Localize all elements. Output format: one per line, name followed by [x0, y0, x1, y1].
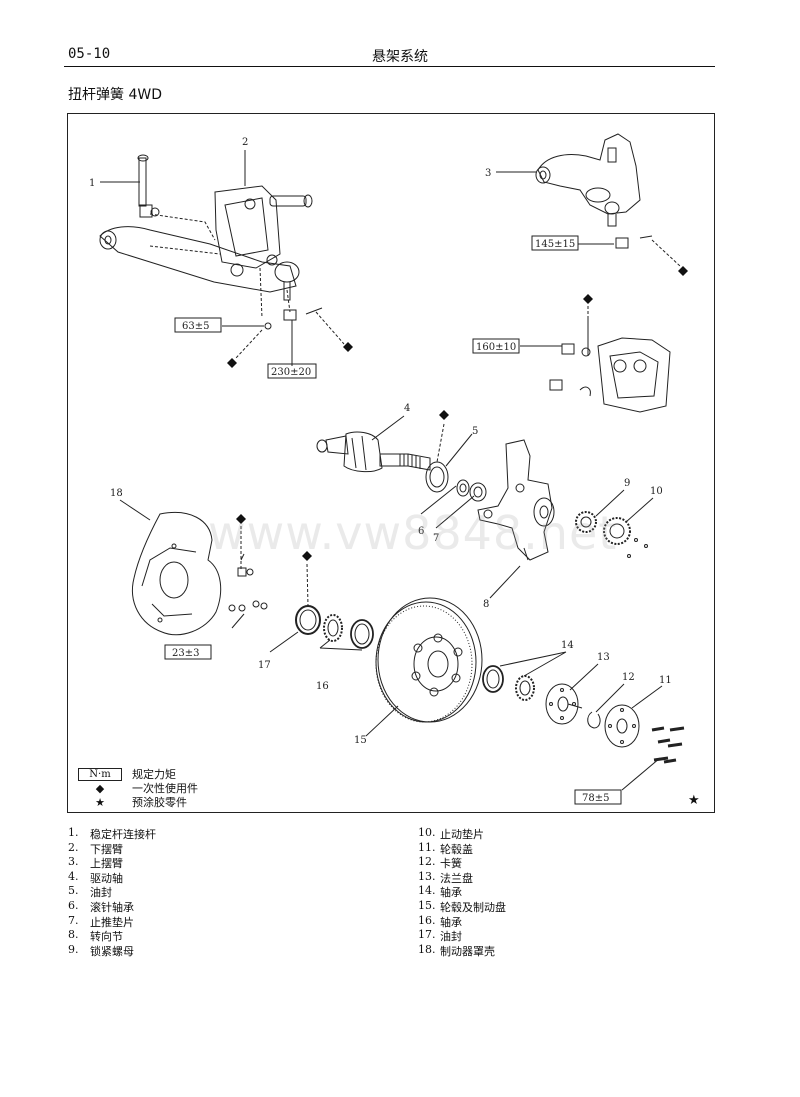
callout-18: 18 [110, 488, 123, 499]
diamond-marker [583, 294, 593, 304]
diamond-marker [678, 266, 688, 276]
stop-washer-10 [603, 517, 648, 558]
hub-cap-11 [604, 704, 640, 748]
callout-13: 13 [597, 652, 610, 663]
drive-shaft-drawing [316, 431, 431, 473]
legend-torque-symbol: N·m [78, 767, 122, 781]
diamond-marker [302, 551, 312, 561]
bearing-14 [482, 665, 535, 701]
legend-star-symbol: ★ [95, 795, 105, 809]
parts-list-right: 10.止动垫片 11.轮毂盖 12.卡簧 13.法兰盘 14.轴承 15.轮毂及… [418, 826, 506, 958]
section-title: 扭杆弹簧 4WD [68, 87, 162, 103]
callout-numbers: 1 2 3 4 5 6 7 8 9 10 11 12 13 14 15 16 1… [89, 137, 672, 746]
needle-bearing-thrust-washer [456, 479, 487, 502]
chapter-title: 悬架系统 [372, 49, 428, 65]
callout-7: 7 [433, 533, 439, 544]
callout-17: 17 [258, 660, 271, 671]
torque-boxes: 63±5 230±20 145±15 160±10 23±3 78±5 [164, 235, 622, 805]
list-item: 15.轮毂及制动盘 [418, 898, 506, 914]
flange-13 [545, 683, 583, 725]
list-item: 5.油封 [68, 884, 112, 900]
list-item: 13.法兰盘 [418, 869, 473, 885]
legend-precoated-text: 预涂胶零件 [132, 796, 187, 809]
list-item: 4.驱动轴 [68, 869, 123, 885]
callout-5: 5 [472, 426, 478, 437]
pre-coated-star-marker: ★ [688, 793, 700, 808]
brake-dust-shield-18 [132, 512, 222, 636]
list-item: 3.上摆臂 [68, 855, 123, 871]
torque-78: 78±5 [582, 793, 609, 804]
list-item: 8.转向节 [68, 928, 123, 944]
list-item: 9.锁紧螺母 [68, 942, 134, 958]
list-item: 14.轴承 [418, 884, 462, 900]
hub-brake-disc-15 [375, 597, 483, 723]
callout-16: 16 [316, 681, 329, 692]
callout-3: 3 [485, 168, 491, 179]
diamond-marker [343, 342, 353, 352]
callout-8: 8 [483, 599, 489, 610]
callout-6: 6 [418, 526, 424, 537]
callout-10: 10 [650, 486, 663, 497]
oil-seal-17 [295, 605, 321, 635]
torque-160: 160±10 [476, 342, 516, 353]
leader-lines [100, 150, 663, 791]
oil-seal-5 [425, 461, 449, 493]
lower-arm-drawing [99, 185, 313, 319]
callout-11: 11 [659, 675, 672, 686]
callout-14: 14 [561, 640, 574, 651]
callout-9: 9 [624, 478, 630, 489]
lock-nut-9 [575, 511, 597, 533]
diamond-marker [439, 410, 449, 420]
hub-cap-bolts [651, 726, 685, 764]
steering-knuckle-drawing [477, 439, 555, 561]
legend-row-one-time: ◆ 一次性使用件 [78, 781, 198, 796]
list-item: 10.止动垫片 [418, 826, 484, 841]
torque-23: 23±3 [172, 648, 199, 659]
legend-torque-text: 规定力矩 [132, 768, 176, 781]
page-number: 05-10 [68, 46, 111, 62]
torque-230: 230±20 [271, 367, 311, 378]
list-item: 11.轮毂盖 [418, 840, 473, 856]
list-item: 2.下摆臂 [68, 840, 123, 856]
list-item: 7.止推垫片 [68, 913, 134, 929]
torque-63: 63±5 [182, 321, 209, 332]
diamond-marker [227, 358, 237, 368]
diamond-leaders [235, 239, 681, 607]
list-item: 16.轴承 [418, 913, 462, 929]
parts-list-left: 1.稳定杆连接杆 2.下摆臂 3.上摆臂 4.驱动轴 5.油封 6.滚针轴承 7… [68, 826, 156, 958]
diamond-marker [236, 514, 246, 524]
list-item: 6.滚针轴承 [68, 898, 134, 914]
legend-row-torque: N·m 规定力矩 [78, 767, 198, 781]
callout-12: 12 [622, 672, 635, 683]
snap-ring-12 [587, 711, 601, 729]
one-time-markers [227, 266, 688, 561]
legend-diamond-symbol: ◆ [95, 781, 105, 795]
diagram-frame [67, 113, 715, 813]
callout-4: 4 [404, 403, 410, 414]
list-item: 18.制动器罩壳 [418, 942, 495, 958]
list-item: 1.稳定杆连接杆 [68, 826, 156, 841]
watermark: www.vw8848.net [208, 506, 618, 560]
legend: N·m 规定力矩 ◆ 一次性使用件 ★ 预涂胶零件 [78, 767, 198, 809]
lower-ball-joint-hardware [264, 307, 323, 330]
legend-one-time-text: 一次性使用件 [132, 782, 198, 795]
list-item: 12.卡簧 [418, 855, 462, 871]
callout-1: 1 [89, 178, 95, 189]
legend-row-precoated: ★ 预涂胶零件 [78, 795, 198, 810]
bearing-16 [323, 614, 374, 649]
stabilizer-link-drawing [137, 154, 160, 218]
callout-2: 2 [242, 137, 248, 148]
callout-15: 15 [354, 735, 367, 746]
list-item: 17.油封 [418, 928, 462, 944]
upper-arm-drawing [535, 133, 653, 249]
shield-bolts [228, 526, 268, 612]
header-rule [64, 66, 715, 67]
brake-caliper-drawing [549, 318, 671, 413]
torque-145: 145±15 [535, 239, 575, 250]
